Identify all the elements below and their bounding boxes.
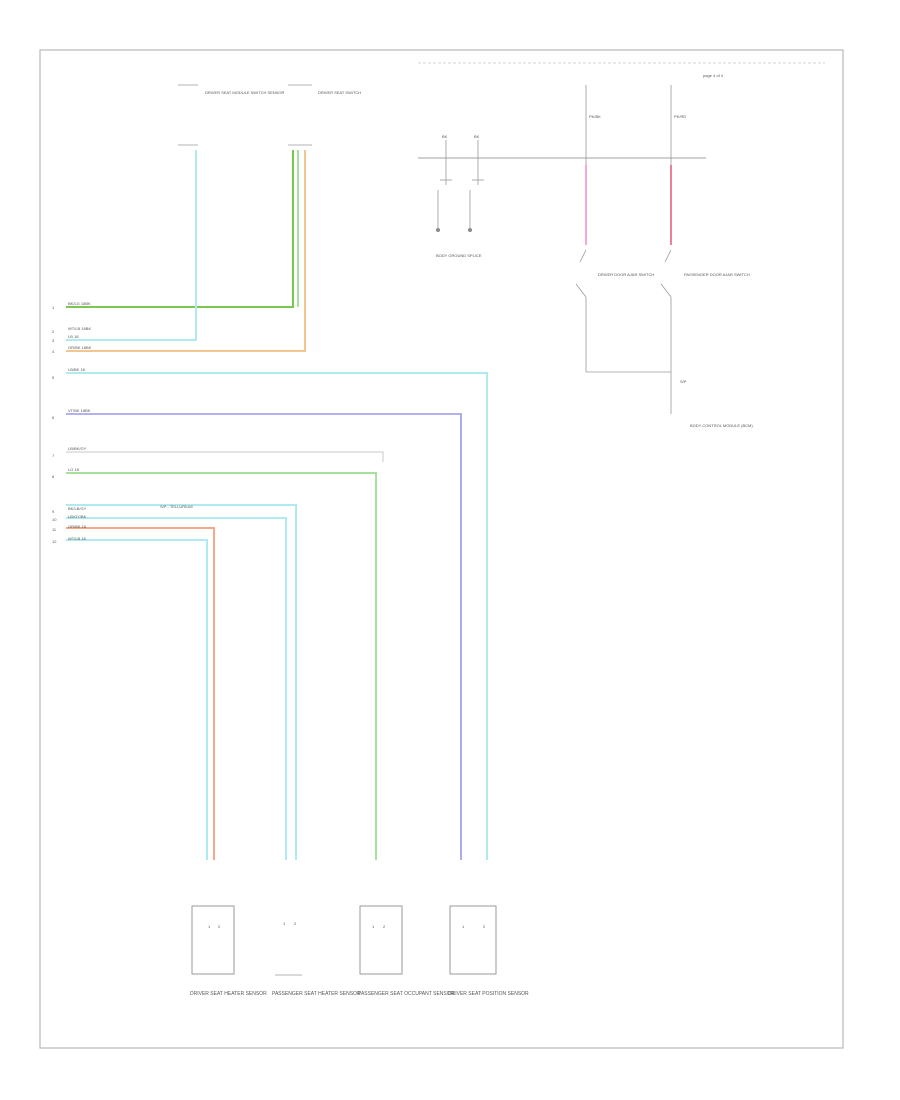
wire-label-11: OR/BK 18 bbox=[68, 524, 87, 529]
bottom-component-4: 1 2 DRIVER SEAT POSITION SENSOR bbox=[448, 905, 529, 997]
svg-text:6: 6 bbox=[52, 415, 55, 420]
svg-text:1: 1 bbox=[52, 305, 55, 310]
wire-label-6: VT/BK 18BK bbox=[68, 408, 91, 413]
bottom-component-1: 1 2 DRIVER SEAT HEATER SENSOR bbox=[190, 905, 267, 997]
page-reference: page 4 of 4 bbox=[703, 73, 724, 78]
wire-label-1: BK/LG 18BK bbox=[68, 301, 91, 306]
svg-text:BK: BK bbox=[442, 134, 448, 139]
wire-cyan-long bbox=[66, 372, 488, 860]
svg-text:DRIVER SEAT SWITCH: DRIVER SEAT SWITCH bbox=[318, 90, 361, 95]
wire-violet bbox=[66, 413, 462, 860]
svg-text:1: 1 bbox=[208, 924, 211, 929]
svg-text:DRIVER SEAT HEATER SENSOR: DRIVER SEAT HEATER SENSOR bbox=[190, 991, 267, 997]
svg-text:DRIVER DOOR AJAR SWITCH: DRIVER DOOR AJAR SWITCH bbox=[598, 272, 654, 277]
wire-label-8: LG 18 bbox=[68, 467, 80, 472]
wire-cyan-short bbox=[66, 539, 208, 860]
svg-text:PASSENGER DOOR AJAR SWITCH: PASSENGER DOOR AJAR SWITCH bbox=[684, 272, 750, 277]
svg-text:BK: BK bbox=[474, 134, 480, 139]
wire-label-4: OR/BK 18BK bbox=[68, 345, 92, 350]
wire-label-12: WT/LB 18 bbox=[68, 536, 87, 541]
svg-text:8: 8 bbox=[52, 474, 55, 479]
svg-text:12: 12 bbox=[52, 539, 57, 544]
wire-label-5: LB/BK 18 bbox=[68, 367, 86, 372]
svg-text:11: 11 bbox=[52, 527, 57, 532]
svg-text:1: 1 bbox=[462, 924, 465, 929]
wire-label-7: LB/BK/GY bbox=[68, 446, 87, 451]
svg-text:2: 2 bbox=[294, 921, 297, 926]
passenger-door-ajar-switch: PASSENGER DOOR AJAR SWITCH PK/RD bbox=[660, 114, 750, 414]
svg-text:DRIVER SEAT MODULE SWITCH SENS: DRIVER SEAT MODULE SWITCH SENSOR bbox=[205, 90, 285, 95]
svg-text:2: 2 bbox=[218, 924, 221, 929]
svg-text:2: 2 bbox=[52, 329, 55, 334]
wire-gray-thin bbox=[66, 451, 384, 462]
svg-text:7: 7 bbox=[52, 453, 55, 458]
svg-text:10: 10 bbox=[52, 517, 57, 522]
wire-cyan-mid-2 bbox=[66, 517, 287, 860]
svg-text:9: 9 bbox=[52, 509, 55, 514]
svg-text:2: 2 bbox=[483, 924, 486, 929]
svg-text:5: 5 bbox=[52, 375, 55, 380]
wire-label-2: WT/LB 18BK bbox=[68, 326, 91, 331]
svg-text:BODY GROUND SPLICE: BODY GROUND SPLICE bbox=[436, 253, 482, 258]
svg-text:2: 2 bbox=[383, 924, 386, 929]
bcm-note: BODY CONTROL MODULE (BCM) bbox=[690, 423, 753, 428]
svg-text:1: 1 bbox=[372, 924, 375, 929]
pin-number-column: 1 2 3 4 5 6 7 8 9 10 11 12 bbox=[52, 305, 57, 544]
svg-text:PK/RD: PK/RD bbox=[674, 114, 686, 119]
svg-text:3: 3 bbox=[52, 338, 55, 343]
wire-lightgreen bbox=[66, 472, 377, 860]
bottom-component-2: 1 2 PASSENGER SEAT HEATER SENSOR bbox=[272, 921, 361, 997]
top-connector-right: DRIVER SEAT SWITCH bbox=[288, 84, 361, 146]
svg-text:4: 4 bbox=[52, 349, 55, 354]
wire-salmon bbox=[66, 527, 215, 860]
wire-orange-top bbox=[66, 150, 306, 352]
wire-label-9: BK/LB/GY bbox=[68, 506, 87, 511]
ground-splice-block: BK BK BODY GROUND SPLICE bbox=[436, 134, 484, 258]
wire-green-top bbox=[66, 150, 294, 308]
svg-text:1: 1 bbox=[283, 921, 286, 926]
wire-label-10: LB/GY/BK bbox=[68, 514, 87, 519]
wire-cyan-mid-1 bbox=[66, 504, 297, 860]
driver-door-ajar-switch: DRIVER DOOR AJAR SWITCH PK/BK bbox=[575, 114, 654, 372]
diagram-frame bbox=[39, 49, 844, 1049]
wire-cyan-top bbox=[66, 150, 197, 341]
switch-splice-label: S/P bbox=[680, 379, 687, 384]
wire-label-3: LB 18 bbox=[68, 334, 79, 339]
svg-text:PASSENGER SEAT OCCUPANT SENSOR: PASSENGER SEAT OCCUPANT SENSOR bbox=[358, 991, 455, 997]
bottom-component-3: 1 2 PASSENGER SEAT OCCUPANT SENSOR bbox=[358, 905, 455, 997]
svg-text:PK/BK: PK/BK bbox=[589, 114, 601, 119]
svg-text:DRIVER SEAT POSITION SENSOR: DRIVER SEAT POSITION SENSOR bbox=[448, 991, 529, 997]
top-connector-left: DRIVER SEAT MODULE SWITCH SENSOR bbox=[178, 84, 285, 146]
svg-text:PASSENGER SEAT HEATER SENSOR: PASSENGER SEAT HEATER SENSOR bbox=[272, 991, 361, 997]
splice-label: S/P - TELLURIUM bbox=[160, 504, 193, 509]
